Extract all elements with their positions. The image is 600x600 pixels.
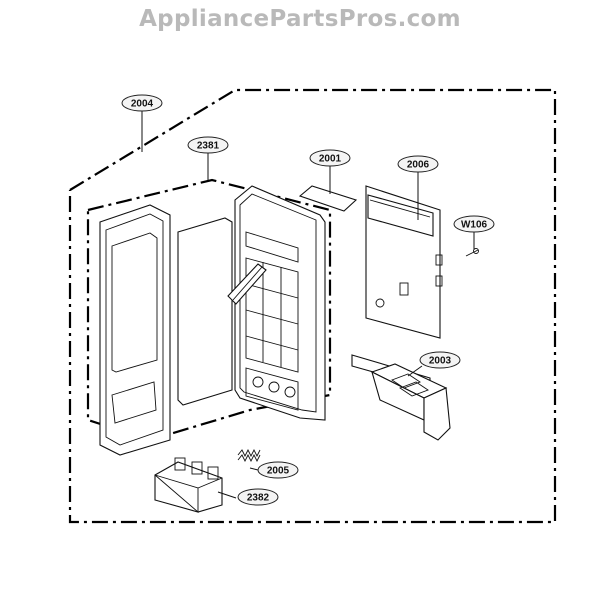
sheet-panel bbox=[177, 217, 233, 406]
svg-text:W106: W106 bbox=[461, 220, 488, 231]
callout-2005: 2005 bbox=[257, 461, 299, 479]
svg-text:2005: 2005 bbox=[267, 466, 290, 477]
push-button-2382 bbox=[154, 457, 223, 513]
watermark-text: AppliancePartsPros.com bbox=[139, 6, 461, 32]
assembly-boundary-2004 bbox=[68, 88, 557, 524]
svg-text:2001: 2001 bbox=[319, 154, 342, 165]
svg-text:2381: 2381 bbox=[197, 141, 220, 152]
callout-2006: 2006 bbox=[397, 155, 439, 173]
svg-text:2006: 2006 bbox=[407, 160, 430, 171]
door-frame-panel bbox=[99, 204, 171, 456]
callout-w106: W106 bbox=[453, 215, 495, 233]
svg-text:2382: 2382 bbox=[247, 493, 270, 504]
screw-w106 bbox=[465, 248, 479, 257]
svg-text:2003: 2003 bbox=[429, 356, 452, 367]
control-panel-housing bbox=[227, 185, 326, 421]
callout-2381: 2381 bbox=[187, 136, 229, 154]
control-board-2006 bbox=[365, 185, 443, 339]
svg-text:2004: 2004 bbox=[131, 99, 154, 110]
callout-2004: 2004 bbox=[121, 94, 163, 112]
callout-2382: 2382 bbox=[237, 488, 279, 506]
spring-2005 bbox=[237, 448, 261, 463]
callout-2001: 2001 bbox=[309, 149, 351, 167]
label-plate-2001 bbox=[298, 185, 358, 212]
latch-bracket-2003 bbox=[351, 354, 451, 441]
callout-2003: 2003 bbox=[419, 351, 461, 369]
